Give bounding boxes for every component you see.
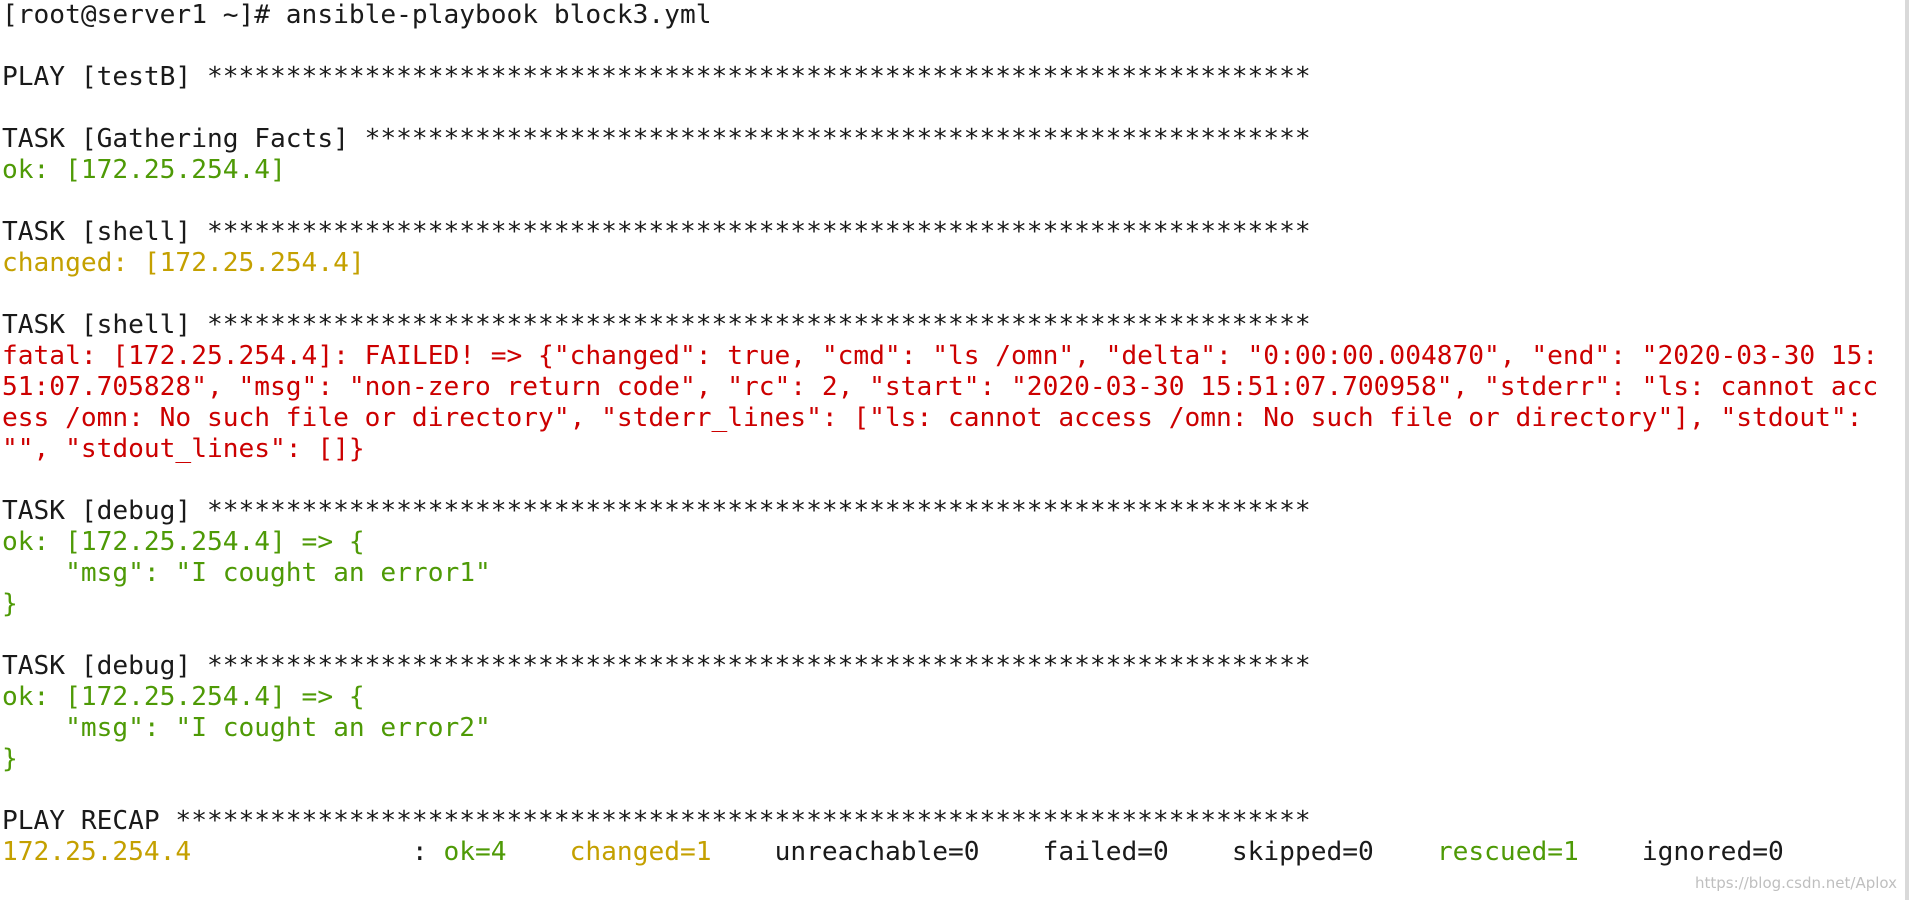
terminal-line: TASK [shell] ***************************…: [2, 217, 1311, 247]
recap-unreachable: unreachable=0: [774, 837, 980, 867]
terminal-line: PLAY [testB] ***************************…: [2, 62, 1311, 92]
terminal-line: TASK [debug] ***************************…: [2, 651, 1311, 681]
blank-line: [2, 620, 1905, 651]
recap-gap: [712, 837, 775, 867]
recap-rescued: rescued=1: [1436, 837, 1579, 867]
recap-changed: changed=1: [569, 837, 712, 867]
blank-line: [2, 465, 1905, 496]
terminal-line: "msg": "I cought an error1": [2, 558, 491, 588]
recap-host: 172.25.254.4: [2, 837, 192, 867]
blank-line: [2, 93, 1905, 124]
recap-gap: [1169, 837, 1232, 867]
recap-separator: :: [191, 837, 444, 867]
terminal-scrollbar[interactable]: [1905, 0, 1909, 900]
blank-line: [2, 31, 1905, 62]
terminal-line: }: [2, 589, 18, 619]
recap-ignored: ignored=0: [1641, 837, 1784, 867]
recap-skipped: skipped=0: [1231, 837, 1374, 867]
terminal-line: "msg": "I cought an error2": [2, 713, 491, 743]
recap-ok: ok=4: [443, 837, 507, 867]
blank-line: [2, 775, 1905, 806]
terminal-line: PLAY RECAP *****************************…: [2, 806, 1311, 836]
recap-gap: [1579, 837, 1642, 867]
terminal-line: TASK [debug] ***************************…: [2, 496, 1311, 526]
recap-line: 172.25.254.4 : ok=4 changed=1 unreachabl…: [2, 837, 1905, 868]
terminal-line: fatal: [172.25.254.4]: FAILED! => {"chan…: [2, 341, 1879, 371]
terminal-line: ok: [172.25.254.4]: [2, 155, 286, 185]
recap-gap: [980, 837, 1043, 867]
recap-failed: failed=0: [1042, 837, 1169, 867]
terminal-line: [root@server1 ~]# ansible-playbook block…: [2, 0, 712, 30]
terminal-line: changed: [172.25.254.4]: [2, 248, 365, 278]
terminal-line: TASK [shell] ***************************…: [2, 310, 1311, 340]
terminal-line: }: [2, 744, 18, 774]
terminal-line: ok: [172.25.254.4] => {: [2, 682, 365, 712]
blank-line: [2, 186, 1905, 217]
blank-line: [2, 279, 1905, 310]
watermark-text: https://blog.csdn.net/Aplox: [1695, 874, 1897, 892]
terminal-line: ess /omn: No such file or directory", "s…: [2, 403, 1863, 433]
recap-gap: [507, 837, 570, 867]
terminal-line: 51:07.705828", "msg": "non-zero return c…: [2, 372, 1879, 402]
terminal-line: TASK [Gathering Facts] *****************…: [2, 124, 1311, 154]
terminal-line: ok: [172.25.254.4] => {: [2, 527, 365, 557]
recap-gap: [1374, 837, 1437, 867]
terminal-line: "", "stdout_lines": []}: [2, 434, 365, 464]
